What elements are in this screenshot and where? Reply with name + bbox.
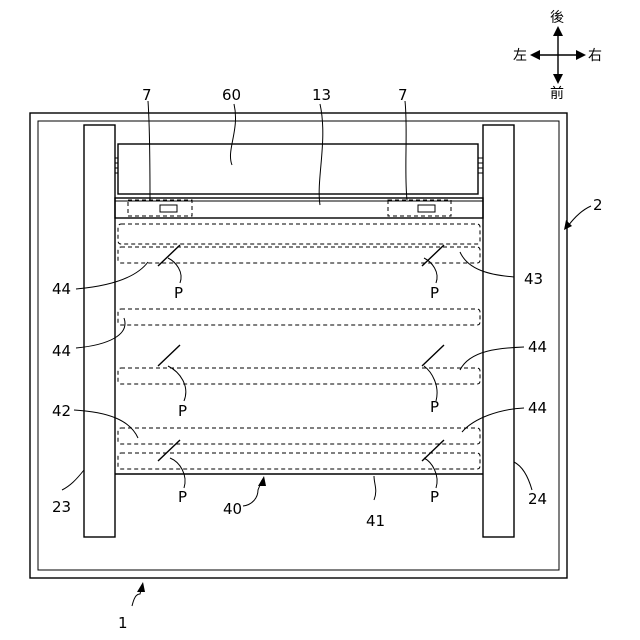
- roller: [118, 428, 480, 444]
- ref-label-60: 60: [222, 86, 241, 104]
- ref-label-44-d: 44: [528, 399, 547, 417]
- left-sensor: [160, 205, 177, 212]
- ref-40-arrow: [258, 476, 266, 486]
- parcel-label: P: [430, 284, 439, 302]
- parcel-label: P: [430, 488, 439, 506]
- right-unit-ticks: [478, 158, 483, 173]
- compass-right-label: 右: [588, 48, 602, 64]
- compass-front-label: 前: [550, 85, 564, 102]
- ref-label-42: 42: [52, 402, 71, 420]
- ref-label-43: 43: [524, 270, 543, 288]
- ref-label-44-a: 44: [52, 280, 71, 298]
- ref-label-24: 24: [528, 490, 547, 508]
- roller: [118, 309, 480, 325]
- parcel-label: P: [174, 284, 183, 302]
- ref-label-13: 13: [312, 86, 331, 104]
- outer-casing: [30, 113, 567, 578]
- left-rail: [84, 125, 115, 537]
- ref-label-23: 23: [52, 498, 71, 516]
- roller: [118, 453, 480, 469]
- right-sensor-housing: [388, 200, 451, 216]
- roller: [118, 224, 480, 244]
- ref-label-1: 1: [118, 614, 128, 632]
- inner-casing-line: [38, 121, 559, 570]
- right-sensor: [418, 205, 435, 212]
- right-rail: [483, 125, 514, 537]
- direction-compass: 後 前 左 右: [513, 10, 602, 102]
- ref-label-2: 2: [593, 196, 603, 214]
- upper-unit: [118, 144, 478, 194]
- roller: [118, 368, 480, 384]
- compass-left-label: 左: [513, 48, 527, 64]
- ref-label-7-left: 7: [142, 86, 152, 104]
- parcel-marks: [158, 245, 444, 461]
- ref-label-44-b: 44: [52, 342, 71, 360]
- ref-label-40: 40: [223, 500, 242, 518]
- ref-2-arrow: [564, 220, 572, 230]
- compass-back-label: 後: [550, 10, 564, 26]
- ref-1-arrow: [137, 582, 145, 592]
- parcel-label: P: [430, 398, 439, 416]
- ref-label-41: 41: [366, 512, 385, 530]
- ref-label-44-c: 44: [528, 338, 547, 356]
- parcel-label: P: [178, 402, 187, 420]
- leader-lines: [62, 101, 591, 606]
- ref-label-7-right: 7: [398, 86, 408, 104]
- parcel-label: P: [178, 488, 187, 506]
